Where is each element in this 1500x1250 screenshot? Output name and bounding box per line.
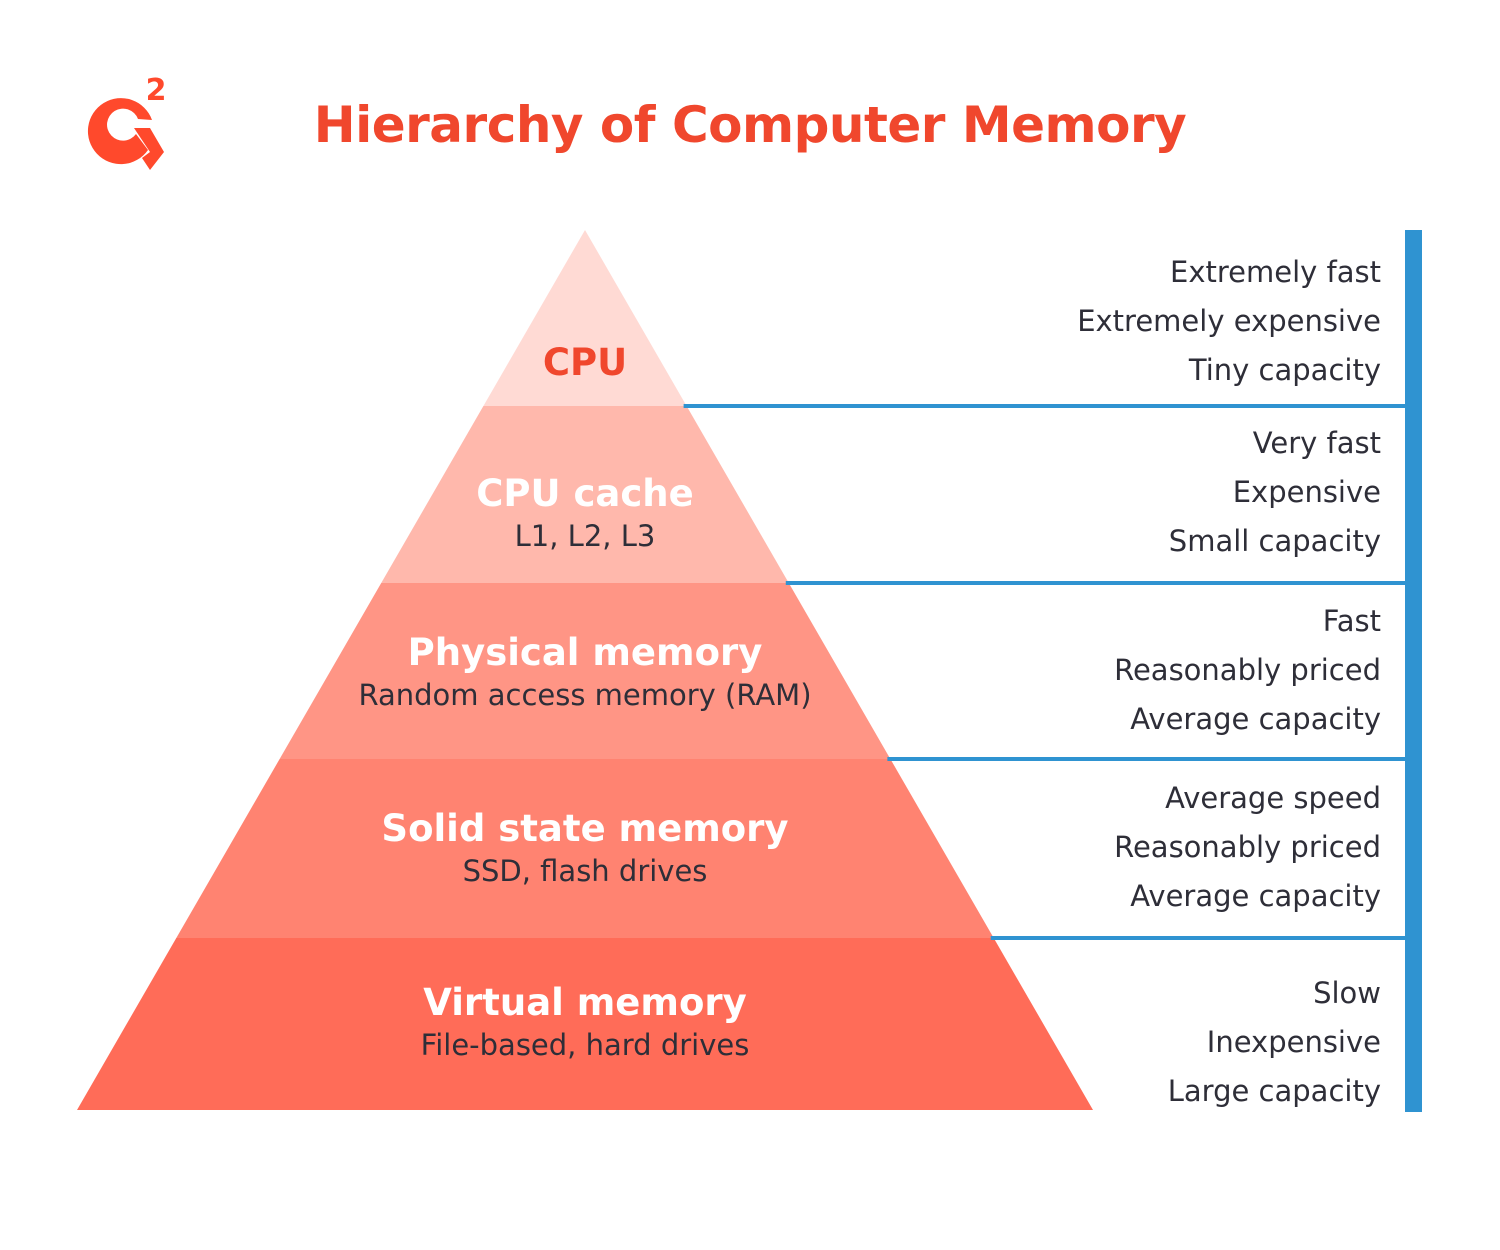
g2-logo-icon: 2 <box>87 73 167 170</box>
property-cost: Reasonably priced <box>1114 830 1381 864</box>
property-cost: Inexpensive <box>1206 1025 1381 1059</box>
tier-cpu-cache-label: CPU cache L1, L2, L3 <box>285 471 885 555</box>
tier-cpu-properties: Extremely fast Extremely expensive Tiny … <box>941 248 1381 395</box>
property-speed: Very fast <box>1252 426 1381 460</box>
property-speed: Fast <box>1322 604 1381 638</box>
tier-subtitle: Random access memory (RAM) <box>358 678 812 712</box>
tier-subtitle: L1, L2, L3 <box>514 519 656 553</box>
pyramid-tier-cpu <box>483 230 687 406</box>
tier-subtitle: File-based, hard drives <box>420 1028 750 1062</box>
property-speed: Extremely fast <box>1170 255 1381 289</box>
property-speed: Average speed <box>1165 781 1381 815</box>
vertical-scale-bar <box>1405 230 1422 1112</box>
tier-solid-state-memory-label: Solid state memory SSD, flash drives <box>285 806 885 890</box>
property-speed: Slow <box>1313 976 1381 1010</box>
property-cost: Extremely expensive <box>1077 304 1381 338</box>
pyramid-tier-virtual-memory <box>77 938 1093 1110</box>
property-cost: Reasonably priced <box>1114 653 1381 687</box>
property-capacity: Small capacity <box>1168 524 1381 558</box>
tier-cpu-label: CPU <box>285 340 885 386</box>
tier-name: Physical memory <box>407 631 763 674</box>
tier-subtitle: SSD, flash drives <box>462 854 708 888</box>
tier-physical-memory-label: Physical memory Random access memory (RA… <box>285 630 885 714</box>
property-capacity: Average capacity <box>1130 702 1381 736</box>
tier-physical-memory-properties: Fast Reasonably priced Average capacity <box>941 597 1381 744</box>
tier-name: CPU <box>542 341 628 384</box>
property-capacity: Large capacity <box>1167 1074 1381 1108</box>
page-title: Hierarchy of Computer Memory <box>313 96 1187 154</box>
tier-name: CPU cache <box>476 472 694 515</box>
pyramid-tier-cpu-cache <box>381 406 789 583</box>
tier-solid-state-memory-properties: Average speed Reasonably priced Average … <box>941 774 1381 921</box>
pyramid-tier-physical-memory <box>279 583 891 759</box>
tier-name: Virtual memory <box>423 981 747 1024</box>
property-cost: Expensive <box>1232 475 1381 509</box>
pyramid-tier-solid-state-memory <box>176 759 994 938</box>
tier-virtual-memory-label: Virtual memory File-based, hard drives <box>285 980 885 1064</box>
tier-name: Solid state memory <box>381 807 789 850</box>
property-capacity: Tiny capacity <box>1188 353 1381 387</box>
tier-cpu-cache-properties: Very fast Expensive Small capacity <box>941 419 1381 566</box>
tier-virtual-memory-properties: Slow Inexpensive Large capacity <box>941 969 1381 1116</box>
property-capacity: Average capacity <box>1130 879 1381 913</box>
svg-text:2: 2 <box>146 73 167 108</box>
